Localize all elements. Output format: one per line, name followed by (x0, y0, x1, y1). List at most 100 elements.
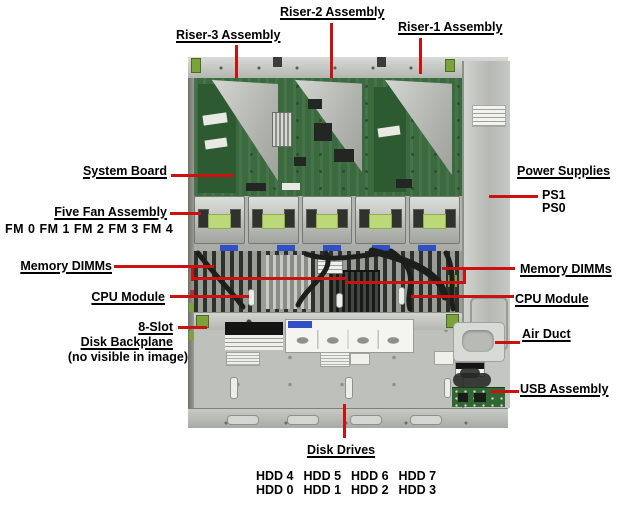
board-chip (314, 123, 332, 141)
psu-cable-bundle (460, 368, 480, 378)
fan-label-sticker (423, 214, 446, 229)
callout-line-five-fan (170, 212, 201, 215)
callout-power-supplies: Power Supplies (517, 164, 611, 178)
fan-module (409, 196, 460, 244)
chassis-latch-tab (273, 57, 282, 67)
fan-connector-label-blue (323, 245, 341, 251)
bezel-slot (227, 415, 259, 425)
info-sticker (350, 353, 370, 365)
riser-card-sticker (377, 125, 401, 138)
bezel-slot (350, 415, 382, 425)
callout-line-air-duct (495, 341, 520, 344)
callout-line-riser-1 (419, 38, 422, 74)
board-chip (246, 183, 266, 191)
psu-sticker (472, 105, 506, 127)
fan-label-sticker (369, 214, 393, 229)
board-chip (396, 179, 412, 188)
bezel-slot (410, 415, 442, 425)
hdd-label: HDD 1 (303, 483, 342, 497)
hdd-label: HDD 2 (351, 483, 389, 497)
callout-line-memory-left-bracket (191, 265, 194, 281)
side-component-red (190, 290, 195, 298)
callout-riser-1-assembly: Riser-1 Assembly (398, 20, 503, 34)
hdd-label: HDD 5 (303, 469, 342, 483)
callout-riser-2-assembly: Riser-2 Assembly (280, 5, 385, 19)
callout-line-memory-right-b (345, 281, 466, 284)
hdd-row-top: HDD 4 HDD 5 HDD 6 HDD 7 (256, 469, 436, 483)
warning-label-black (225, 322, 283, 335)
board-chip (334, 149, 354, 162)
disk-backplane-note: (no visible in image) (67, 350, 188, 364)
fan-module (301, 196, 353, 244)
callout-usb-assembly: USB Assembly (520, 382, 609, 396)
callout-air-duct: Air Duct (522, 327, 571, 341)
fan-handle-right (337, 209, 349, 228)
instruction-label-blue-header (288, 321, 312, 328)
callout-five-fan-assembly: Five Fan Assembly (54, 205, 167, 219)
callout-riser-3-assembly: Riser-3 Assembly (176, 28, 281, 42)
callout-line-disk-drives (343, 404, 346, 438)
fan-handle-right (283, 209, 295, 228)
fan-connector-label-blue (220, 245, 238, 251)
chassis-latch-tab (377, 57, 386, 67)
dimm-area-sticker (317, 257, 343, 274)
board-connector (282, 183, 300, 190)
left-side-wall (188, 78, 196, 427)
usb-connector (458, 393, 468, 402)
dimm-release-lever (336, 293, 343, 308)
fan-connector-label-blue (277, 245, 295, 251)
callout-memory-dimms-left: Memory DIMMs (20, 259, 112, 273)
board-chip (294, 157, 306, 166)
server-top-view-photo (188, 57, 510, 428)
info-sticker (434, 351, 454, 365)
callout-line-memory-right-a (442, 267, 515, 270)
callout-line-power-supplies (489, 195, 538, 198)
hdd-label: HDD 0 (256, 483, 294, 497)
fan-handle-right (391, 209, 403, 228)
info-sticker (320, 352, 350, 367)
fan-module (247, 196, 299, 244)
callout-line-riser-2 (330, 23, 333, 78)
fan-module (355, 196, 407, 244)
instruction-label (285, 319, 414, 353)
hdd-label: HDD 4 (256, 469, 294, 483)
side-latch-green (189, 331, 195, 340)
board-chip (308, 99, 322, 109)
callout-line-riser-3 (235, 45, 238, 78)
callout-line-cpu-left (170, 295, 249, 298)
fan-module-names: FM 0 FM 1 FM 2 FM 3 FM 4 (5, 222, 174, 236)
side-latch-green (189, 303, 195, 312)
callout-line-disk-backplane (178, 326, 207, 329)
riser-card-sticker (204, 137, 228, 150)
chassis-latch-tab-green (191, 58, 201, 73)
hdd-label: HDD 7 (398, 469, 437, 483)
callout-disk-backplane-line1: 8-Slot (138, 320, 173, 334)
fan-handle-right (444, 209, 456, 228)
dimm-release-lever (248, 289, 255, 306)
board-heatsink-fins (272, 112, 292, 147)
callout-line-system-board (171, 174, 234, 177)
fan-module (194, 196, 245, 244)
cover-pull-handle (444, 378, 451, 398)
fan-label-sticker (315, 214, 339, 229)
callout-line-usb-assembly (491, 390, 519, 393)
callout-system-board: System Board (82, 164, 167, 178)
power-supply-bay (462, 61, 510, 354)
front-bezel (188, 408, 508, 428)
memory-dimm-area-light (266, 255, 311, 309)
cover-pull-handle (345, 377, 353, 399)
power-supply-ps0: PS0 (542, 201, 566, 215)
air-duct-opening (462, 330, 494, 352)
fan-handle-right (229, 209, 241, 228)
instruction-diagrams (288, 330, 409, 349)
callout-cpu-module-right: CPU Module (515, 292, 589, 306)
hdd-row-bottom: HDD 0 HDD 1 HDD 2 HDD 3 (256, 483, 436, 497)
callout-line-memory-left-b (191, 277, 346, 280)
bezel-slot (287, 415, 319, 425)
callout-memory-dimms-right: Memory DIMMs (520, 262, 612, 276)
chassis-latch-tab-green (445, 59, 455, 72)
callout-disk-drives: Disk Drives (307, 443, 376, 457)
callout-disk-backplane-line2: Disk Backplane (80, 335, 173, 349)
five-fan-assembly (194, 196, 460, 244)
